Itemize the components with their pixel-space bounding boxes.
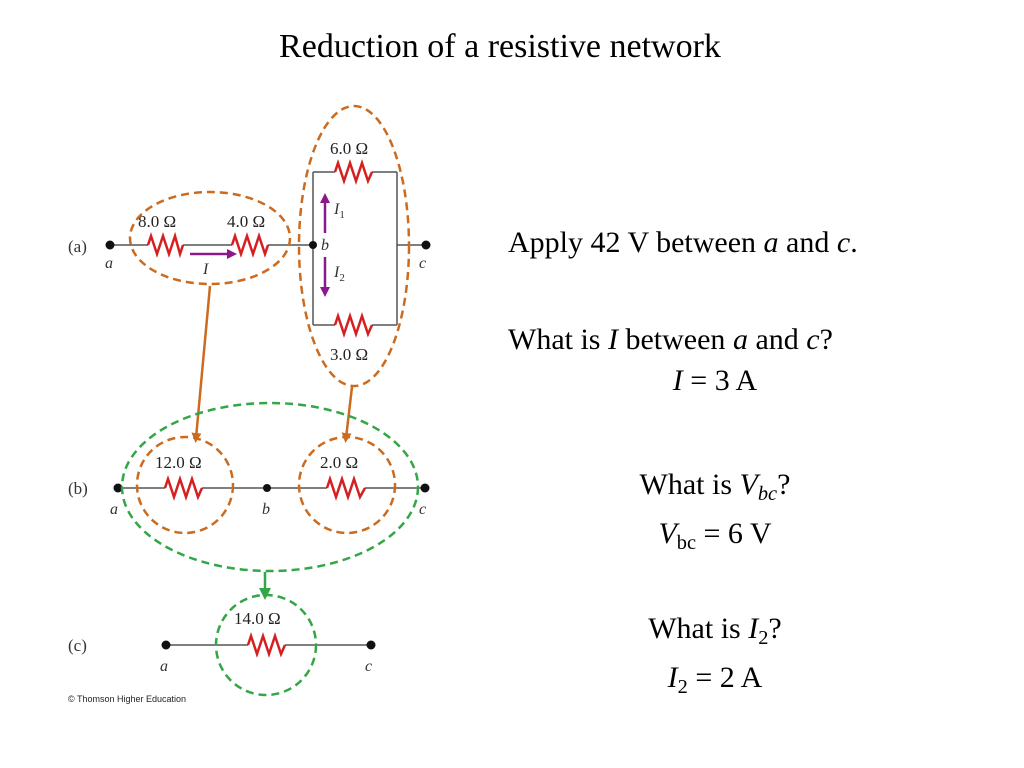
node-b-dot xyxy=(309,241,317,249)
resistor-14ohm xyxy=(246,632,287,658)
node-c-label: c xyxy=(419,255,426,272)
reduction-arrow-series xyxy=(191,285,212,443)
node-b-a-dot xyxy=(113,483,123,493)
parallel-group-loop xyxy=(297,104,411,388)
current-i1-label: I1 xyxy=(333,201,345,221)
resistor-4ohm xyxy=(230,232,270,258)
question-vbc: What is Vbc? xyxy=(639,468,791,506)
label-3ohm: 3.0 Ω xyxy=(330,345,368,364)
equiv-2ohm-loop xyxy=(297,435,397,535)
node-c-a-label: a xyxy=(160,658,168,675)
label-6ohm: 6.0 Ω xyxy=(330,139,368,158)
resistor-3ohm xyxy=(333,312,374,338)
node-a-label: a xyxy=(105,255,113,272)
copyright-notice: © Thomson Higher Education xyxy=(68,694,186,704)
label-12ohm: 12.0 Ω xyxy=(155,453,202,472)
question-current: What is I between a and c? xyxy=(508,323,833,356)
current-i-label: I xyxy=(202,261,209,278)
node-b-label: b xyxy=(321,237,329,254)
series-group-loop xyxy=(128,190,292,286)
reduction-arrow-parallel xyxy=(341,386,354,443)
answer-vbc: Vbc = 6 V xyxy=(658,517,772,555)
node-c-c-label: c xyxy=(365,658,372,675)
answer-current: I = 3 A xyxy=(672,364,758,397)
node-b-a-label: a xyxy=(110,501,118,518)
panel-b: (b) 12.0 Ω 2.0 Ω a b c xyxy=(68,401,430,600)
label-8ohm: 8.0 Ω xyxy=(138,212,176,231)
panel-a: (a) 8.0 Ω 4.0 Ω 6.0 Ω 3.0 Ω a b c I I1 xyxy=(68,104,431,443)
node-c-dot xyxy=(421,240,431,250)
node-b-c-dot xyxy=(420,483,430,493)
total-series-loop xyxy=(120,401,420,573)
panel-b-label: (b) xyxy=(68,479,88,498)
label-14ohm: 14.0 Ω xyxy=(234,609,281,628)
apply-voltage-text: Apply 42 V between a and c. xyxy=(508,226,858,259)
page-title: Reduction of a resistive network xyxy=(279,28,721,65)
answer-i2: I2 = 2 A xyxy=(667,661,763,699)
node-b-c-label: c xyxy=(419,501,426,518)
panel-c-label: (c) xyxy=(68,636,87,655)
resistor-8ohm xyxy=(146,231,185,259)
node-b-b-dot xyxy=(263,484,271,492)
node-c-c-dot xyxy=(366,640,376,650)
label-2ohm: 2.0 Ω xyxy=(320,453,358,472)
equiv-12ohm-loop xyxy=(135,435,235,535)
resistor-6ohm xyxy=(333,159,374,185)
current-i2-label: I2 xyxy=(333,264,345,284)
node-c-a-dot xyxy=(161,640,171,650)
resistor-2ohm xyxy=(325,475,367,501)
node-a-dot xyxy=(105,240,115,250)
node-b-b-label: b xyxy=(262,501,270,518)
resistor-12ohm xyxy=(163,475,204,501)
equiv-14ohm-loop xyxy=(214,593,318,697)
label-4ohm: 4.0 Ω xyxy=(227,212,265,231)
question-i2: What is I2? xyxy=(648,612,782,650)
panel-a-label: (a) xyxy=(68,237,87,256)
panel-c: (c) 14.0 Ω a c xyxy=(68,593,376,697)
